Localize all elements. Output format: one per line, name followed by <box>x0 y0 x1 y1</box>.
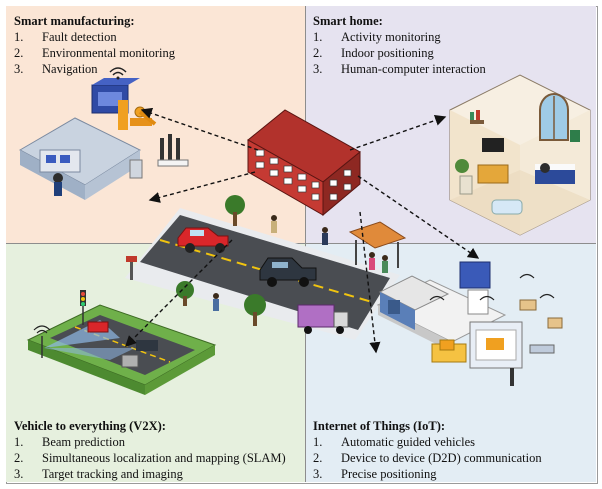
v2x-title: Vehicle to everything (V2X): <box>14 419 166 433</box>
dark-car <box>259 257 317 287</box>
pedestrians <box>213 215 328 311</box>
trees <box>176 195 266 326</box>
quadrant-smart-manufacturing <box>6 6 306 244</box>
list-item: 1.Automatic guided vehicles <box>313 435 475 449</box>
smart-home-illustration <box>449 74 591 236</box>
smart-manufacturing-text: Smart manufacturing: 1.Fault detection 2… <box>14 13 175 77</box>
list-item: 3.Human-computer interaction <box>313 62 486 76</box>
v2x-illustration <box>26 290 217 395</box>
smart-manufacturing-title: Smart manufacturing: <box>14 14 135 28</box>
v2x-text: Vehicle to everything (V2X): 1.Beam pred… <box>14 418 286 482</box>
road-scene <box>125 195 407 340</box>
connector-arrows <box>125 107 480 354</box>
iot-title: Internet of Things (IoT): <box>313 419 446 433</box>
iot-text: Internet of Things (IoT): 1.Automatic gu… <box>313 418 542 482</box>
bus-stop <box>348 221 407 273</box>
list-item: 1.Fault detection <box>14 30 117 44</box>
factory-illustration <box>18 67 189 200</box>
list-item: 3.Navigation <box>14 62 98 76</box>
list-item: 2.Indoor positioning <box>313 46 434 60</box>
smart-home-title: Smart home: <box>313 14 383 28</box>
red-car <box>177 227 229 253</box>
list-item: 3.Precise positioning <box>313 467 437 481</box>
list-item: 3.Target tracking and imaging <box>14 467 183 481</box>
central-building <box>247 109 361 217</box>
list-item: 1.Activity monitoring <box>313 30 441 44</box>
list-item: 1.Beam prediction <box>14 435 125 449</box>
iot-illustration <box>376 261 563 386</box>
truck <box>297 304 349 334</box>
list-item: 2.Device to device (D2D) communication <box>313 451 542 465</box>
list-item: 2.Environmental monitoring <box>14 46 175 60</box>
smart-home-text: Smart home: 1.Activity monitoring 2.Indo… <box>313 13 486 77</box>
list-item: 2.Simultaneous localization and mapping … <box>14 451 286 465</box>
